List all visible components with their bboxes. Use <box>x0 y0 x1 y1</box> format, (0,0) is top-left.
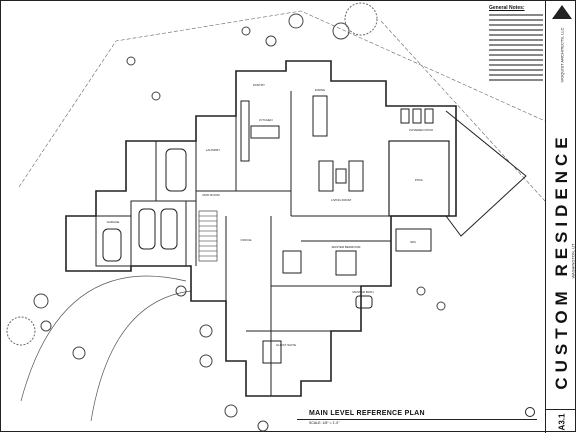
driveway-curve-2 <box>90 290 192 422</box>
north-arrow-icon <box>525 407 535 417</box>
sheet-number: A3.1 <box>557 413 567 431</box>
tree <box>436 301 446 311</box>
lounge-chair <box>400 108 410 124</box>
tree <box>199 354 213 368</box>
kitchen-island <box>250 125 280 139</box>
spa <box>395 228 432 252</box>
coffee-table <box>335 168 347 184</box>
garage-bay-3 <box>155 140 197 202</box>
firm-name: IVOQUIST ARCHITECTS, LLC <box>559 27 565 83</box>
sofa <box>318 160 334 192</box>
room-label-guest: GUEST SUITE <box>276 343 296 347</box>
plan-title-underline <box>297 419 537 420</box>
lot-line <box>18 10 545 188</box>
bed <box>262 340 282 364</box>
project-location: WASHINGTON, UT <box>570 243 576 279</box>
tree <box>72 346 86 360</box>
tree <box>265 35 277 47</box>
project-name-box: CUSTOM RESIDENCE WASHINGTON, UT <box>546 111 576 411</box>
tree <box>40 320 52 332</box>
project-name: CUSTOM RESIDENCE <box>552 132 571 390</box>
tree <box>199 324 213 338</box>
title-block: IVOQUIST ARCHITECTS, LLC CUSTOM RESIDENC… <box>545 1 576 433</box>
driveway-curve <box>20 275 187 402</box>
car <box>138 208 156 250</box>
room-label-pantry: PANTRY <box>253 83 265 87</box>
room-label-pool: POOL <box>415 178 424 182</box>
car <box>165 148 187 192</box>
tree <box>175 285 187 297</box>
tree <box>151 91 161 101</box>
sheet-number-box: A3.1 <box>546 409 576 434</box>
room-label-mudroom: MUD ROOM <box>203 193 220 197</box>
stairs <box>198 210 218 262</box>
firm-logo-icon <box>552 5 572 19</box>
tree <box>224 404 238 418</box>
firm-name-box: IVOQUIST ARCHITECTS, LLC <box>550 25 574 85</box>
tree <box>416 286 426 296</box>
bed <box>335 250 357 276</box>
room-label-laundry: LAUNDRY <box>206 148 220 152</box>
lot-line-east <box>380 20 545 202</box>
tree <box>241 26 251 36</box>
lounge-chair <box>424 108 434 124</box>
room-label-garage: GARAGE <box>107 220 120 224</box>
lounge-chair <box>412 108 422 124</box>
bed <box>282 250 302 274</box>
tree <box>288 13 304 29</box>
kitchen-counter <box>240 100 250 162</box>
general-notes-header: General Notes: <box>489 5 525 11</box>
car <box>102 228 122 262</box>
pool-deck <box>445 110 527 237</box>
general-notes: General Notes: <box>489 5 543 97</box>
floor-plan: GARAGE KITCHEN DINING LIVING ROOM POOL M… <box>6 2 545 432</box>
shrub-cluster <box>344 2 378 36</box>
pool <box>388 140 450 217</box>
bath-tub <box>355 295 373 309</box>
room-label-living: LIVING ROOM <box>331 198 352 202</box>
shrub-cluster <box>6 316 36 346</box>
tree <box>332 22 350 40</box>
tree <box>257 420 269 432</box>
dining-table <box>312 95 328 137</box>
tree <box>126 56 136 66</box>
room-label-master-bath: MASTER BATH <box>352 290 373 294</box>
room-label-patio: COVERED PATIO <box>409 128 434 132</box>
plan-title: MAIN LEVEL REFERENCE PLAN <box>309 410 425 417</box>
room-label-dining: DINING <box>315 88 326 92</box>
room-label-office: OFFICE <box>241 238 252 242</box>
room-label-master-bedroom: MASTER BEDROOM <box>332 245 361 249</box>
room-label-spa: SPA <box>410 240 416 244</box>
tree <box>33 293 49 309</box>
sofa <box>348 160 364 192</box>
room-label-kitchen: KITCHEN <box>259 118 272 122</box>
car <box>160 208 178 250</box>
plan-scale: SCALE: 1/8" = 1'-0" <box>309 421 340 425</box>
